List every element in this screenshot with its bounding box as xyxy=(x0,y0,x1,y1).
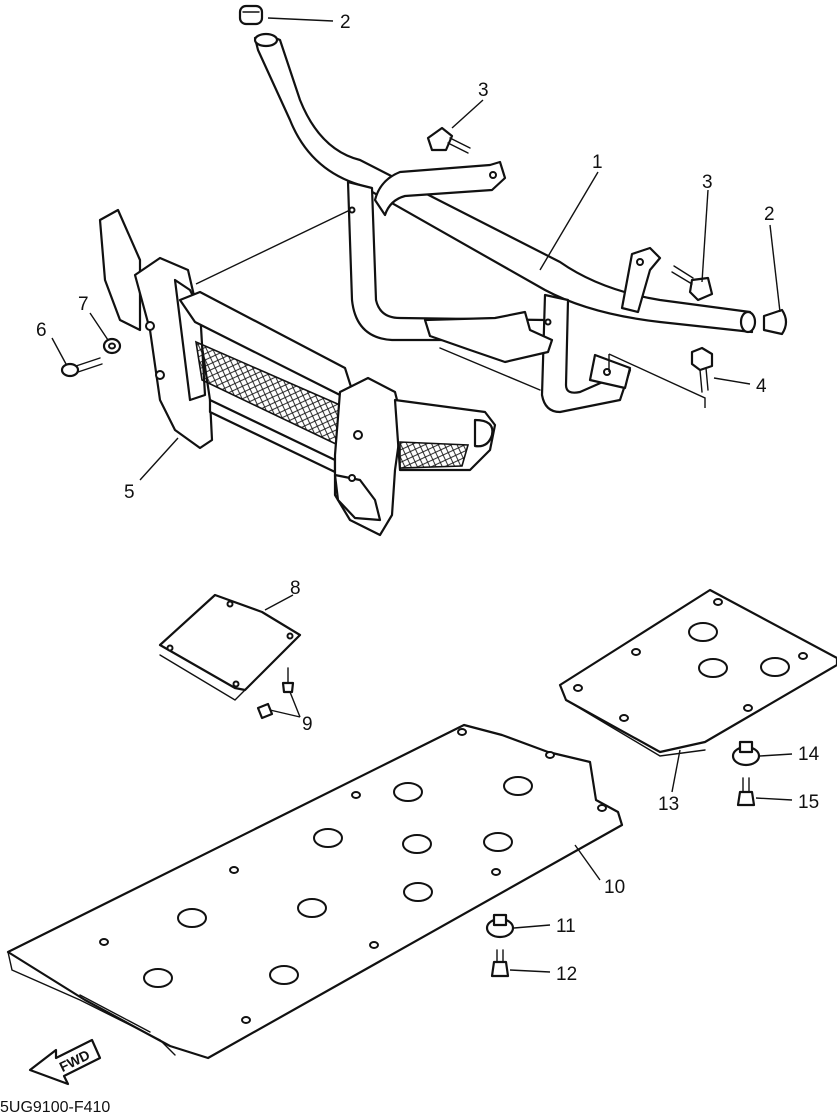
end-cap-right xyxy=(762,308,788,336)
grommet-right xyxy=(731,740,761,767)
callout-12: 12 xyxy=(556,964,577,985)
end-cap-left xyxy=(238,4,264,26)
callout-1: 1 xyxy=(592,152,603,173)
callout-11: 11 xyxy=(556,916,576,937)
callout-2-right: 2 xyxy=(764,204,775,225)
screw-set xyxy=(256,667,295,720)
callout-7: 7 xyxy=(78,294,89,315)
callout-4: 4 xyxy=(756,376,767,397)
callout-2-top: 2 xyxy=(340,12,351,33)
callout-8: 8 xyxy=(290,578,301,599)
callout-5: 5 xyxy=(124,482,135,503)
callout-3-top: 3 xyxy=(478,80,489,101)
front-bumper xyxy=(98,208,497,537)
leader-lines xyxy=(51,17,793,973)
flange-bolt-right xyxy=(671,265,714,302)
callout-14: 14 xyxy=(798,744,820,765)
flange-bolt-upper xyxy=(426,126,471,154)
right-guard-plate xyxy=(558,588,837,757)
bolt-lower xyxy=(490,949,510,978)
front-guard-bar xyxy=(253,32,757,414)
bolt-right xyxy=(736,777,756,807)
callout-6: 6 xyxy=(36,320,47,341)
callout-10: 10 xyxy=(604,877,625,898)
washer xyxy=(102,337,122,355)
tapping-screw xyxy=(60,357,103,378)
callout-9: 9 xyxy=(302,714,313,735)
callout-13: 13 xyxy=(658,794,679,815)
callout-labels: 2 3 1 3 2 4 6 7 5 8 9 10 11 12 13 14 15 xyxy=(36,12,820,985)
callout-3-right: 3 xyxy=(702,172,713,193)
grommet-lower xyxy=(485,913,515,939)
drawing-code: 5UG9100-F410 xyxy=(0,1099,110,1114)
small-guard-plate xyxy=(158,593,302,701)
callout-15: 15 xyxy=(798,792,819,813)
skid-plate xyxy=(6,723,624,1060)
fwd-arrow-icon: FWD xyxy=(28,1038,102,1086)
flange-bolt-lower xyxy=(690,346,714,393)
